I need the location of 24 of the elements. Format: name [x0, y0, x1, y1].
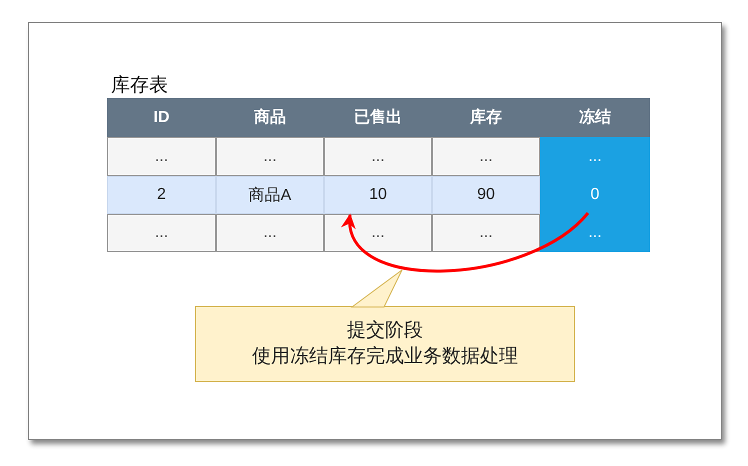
callout-heading: 提交阶段 — [347, 319, 423, 343]
table-cell: ... — [216, 214, 324, 252]
table-cell: 10 — [324, 176, 432, 214]
table-cell: ... — [324, 214, 432, 252]
table-title: 库存表 — [111, 74, 168, 98]
column-header: 库存 — [432, 98, 540, 137]
arrow — [344, 212, 590, 272]
column-header: 商品 — [216, 98, 324, 137]
table-cell: ... — [540, 137, 650, 176]
table-cell: ... — [324, 137, 432, 176]
table-cell: 0 — [540, 176, 650, 214]
table-cell: 商品A — [216, 176, 324, 214]
table-cell: ... — [107, 214, 216, 252]
table-cell: ... — [540, 214, 650, 252]
table-cell: 90 — [432, 176, 540, 214]
table-cell: ... — [107, 137, 216, 176]
column-header: 冻结 — [540, 98, 650, 137]
column-header: 已售出 — [324, 98, 432, 137]
table-cell: 2 — [107, 176, 216, 214]
table-cell: ... — [432, 137, 540, 176]
callout-text: 使用冻结库存完成业务数据处理 — [252, 345, 518, 369]
column-header: ID — [107, 98, 216, 137]
table-cell: ... — [216, 137, 324, 176]
table-cell: ... — [432, 214, 540, 252]
